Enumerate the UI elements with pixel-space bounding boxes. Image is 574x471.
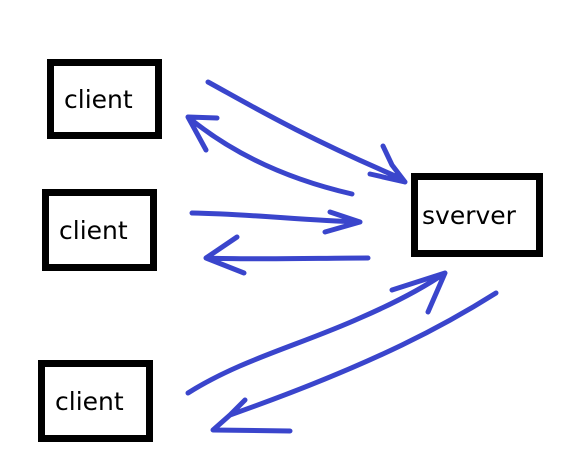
- server-label: sverver: [422, 200, 516, 230]
- arrow-client1-to-server: [205, 79, 408, 185]
- server-box: sverver: [411, 173, 543, 257]
- client-label-3: client: [55, 386, 124, 416]
- client-box-3: client: [38, 360, 153, 442]
- client-box-1: client: [47, 59, 162, 139]
- client-box-2: client: [42, 189, 157, 271]
- client-label-2: client: [59, 215, 128, 245]
- arrow-server-to-client2: [203, 234, 371, 276]
- arrow-server-to-client1: [185, 114, 355, 197]
- arrow-server-to-client3: [210, 290, 499, 434]
- arrow-client3-to-server: [185, 270, 448, 396]
- arrow-client2-to-server: [189, 209, 363, 235]
- client-label-1: client: [64, 84, 133, 114]
